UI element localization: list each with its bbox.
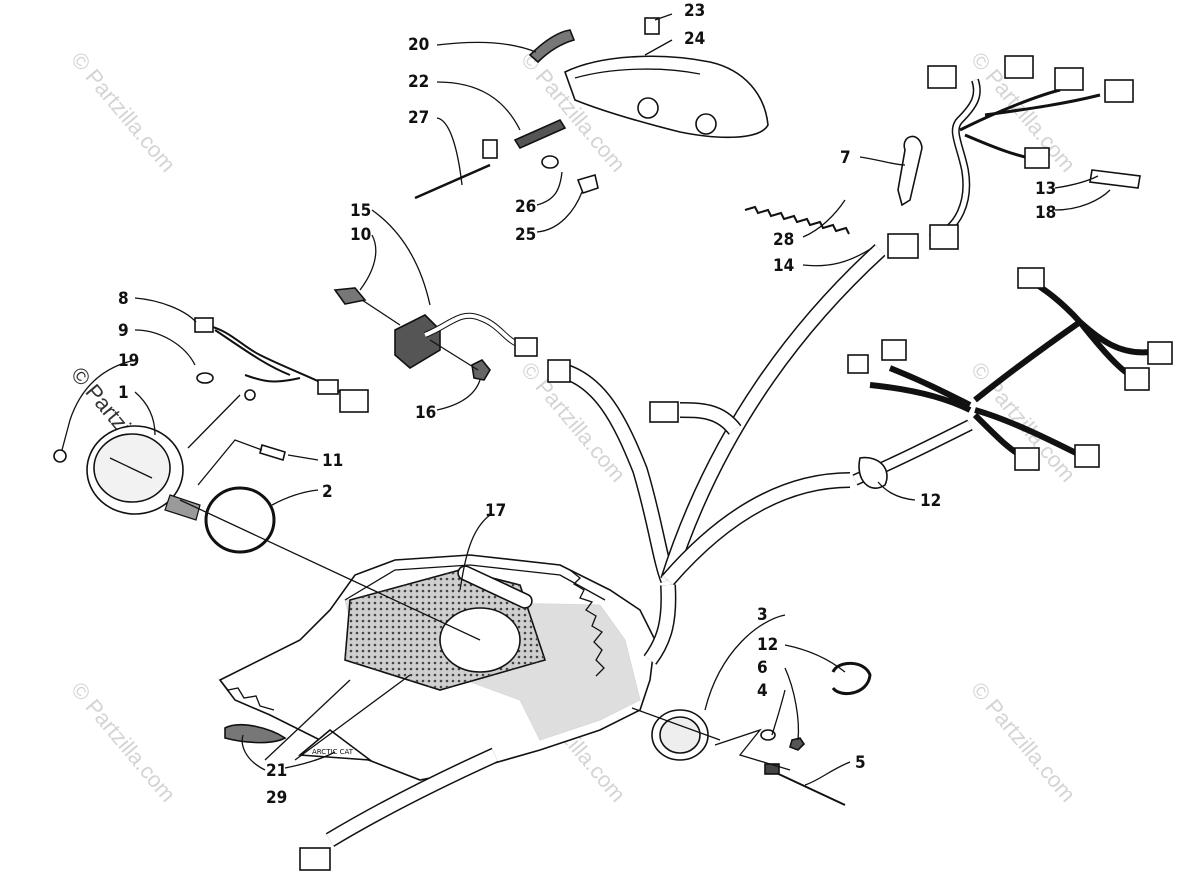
taillight-assembly xyxy=(414,17,769,200)
callout-20: 20 xyxy=(408,35,429,55)
watermark: © Partzilla.com xyxy=(66,677,180,807)
harness-12 xyxy=(847,267,1173,489)
callout-12-right: 12 xyxy=(920,491,941,511)
leader-lines xyxy=(61,13,1111,786)
callout-10: 10 xyxy=(350,225,371,245)
watermark: © Partzilla.com xyxy=(66,47,180,177)
callout-17: 17 xyxy=(485,501,506,521)
callout-12-lower: 12 xyxy=(757,635,778,655)
callout-19: 19 xyxy=(118,351,139,371)
callout-16: 16 xyxy=(415,403,436,423)
main-harness xyxy=(299,233,919,871)
callout-14: 14 xyxy=(773,256,794,276)
callout-21: 21 xyxy=(266,761,287,781)
callout-26: 26 xyxy=(515,197,536,217)
callout-9: 9 xyxy=(118,321,129,341)
harness-13 xyxy=(927,55,1141,250)
callout-24: 24 xyxy=(684,29,705,49)
callout-8: 8 xyxy=(118,289,129,309)
hour-meter xyxy=(631,661,872,806)
callout-7: 7 xyxy=(840,148,851,168)
callout-4: 4 xyxy=(757,681,768,701)
callout-labels: 20 22 27 23 24 26 25 15 10 16 8 9 19 1 1… xyxy=(118,1,1056,808)
callout-28: 28 xyxy=(773,230,794,250)
gauge-harness xyxy=(187,317,369,486)
callout-2: 2 xyxy=(322,482,333,502)
bezel-ring xyxy=(204,486,276,554)
callout-25: 25 xyxy=(515,225,536,245)
spring-28 xyxy=(744,205,850,235)
decal-21: ARCTIC CAT xyxy=(297,728,373,761)
callout-22: 22 xyxy=(408,72,429,92)
callout-29: 29 xyxy=(266,788,287,808)
gauge-assembly xyxy=(53,425,201,521)
callout-13: 13 xyxy=(1035,179,1056,199)
callout-1: 1 xyxy=(118,383,129,403)
callout-6: 6 xyxy=(757,658,768,678)
callout-5: 5 xyxy=(855,753,866,773)
callout-11: 11 xyxy=(322,451,343,471)
callout-27: 27 xyxy=(408,108,429,128)
cable-clamp-7 xyxy=(897,135,923,207)
callout-18: 18 xyxy=(1035,203,1056,223)
bulb-socket-19 xyxy=(53,449,67,463)
decal-29 xyxy=(224,724,287,744)
callout-23: 23 xyxy=(684,1,705,21)
watermark: © Partzilla.com xyxy=(966,677,1080,807)
callout-15: 15 xyxy=(350,201,371,221)
decal-label: ARCTIC CAT xyxy=(312,748,354,756)
voltage-regulator xyxy=(333,287,538,381)
callout-3: 3 xyxy=(757,605,768,625)
